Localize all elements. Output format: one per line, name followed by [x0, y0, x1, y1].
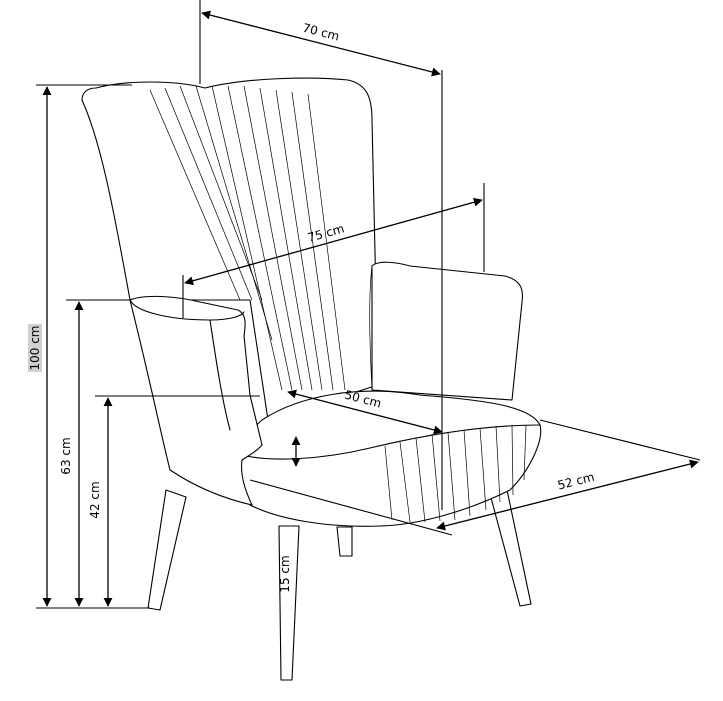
chair-legs	[147, 489, 532, 681]
right-armrest	[369, 261, 524, 401]
dimension-line-seat-depth	[287, 389, 443, 435]
back-leg	[336, 526, 353, 557]
left-armrest	[129, 295, 263, 506]
dimension-lines	[36, 0, 701, 609]
front-center-leg	[278, 525, 300, 681]
front-right-leg	[489, 489, 532, 607]
front-left-leg	[147, 489, 187, 611]
label-leg-height: 15 cm	[278, 555, 292, 592]
label-height-arm: 63 cm	[59, 437, 73, 474]
label-height-seat: 42 cm	[88, 481, 102, 518]
dimension-line-depth	[436, 459, 699, 531]
label-height-total-highlight	[28, 324, 42, 372]
label-height-total: 100 cm	[28, 325, 42, 370]
dimension-line-top-width	[201, 10, 441, 77]
dimension-line-arm-width	[184, 197, 483, 286]
